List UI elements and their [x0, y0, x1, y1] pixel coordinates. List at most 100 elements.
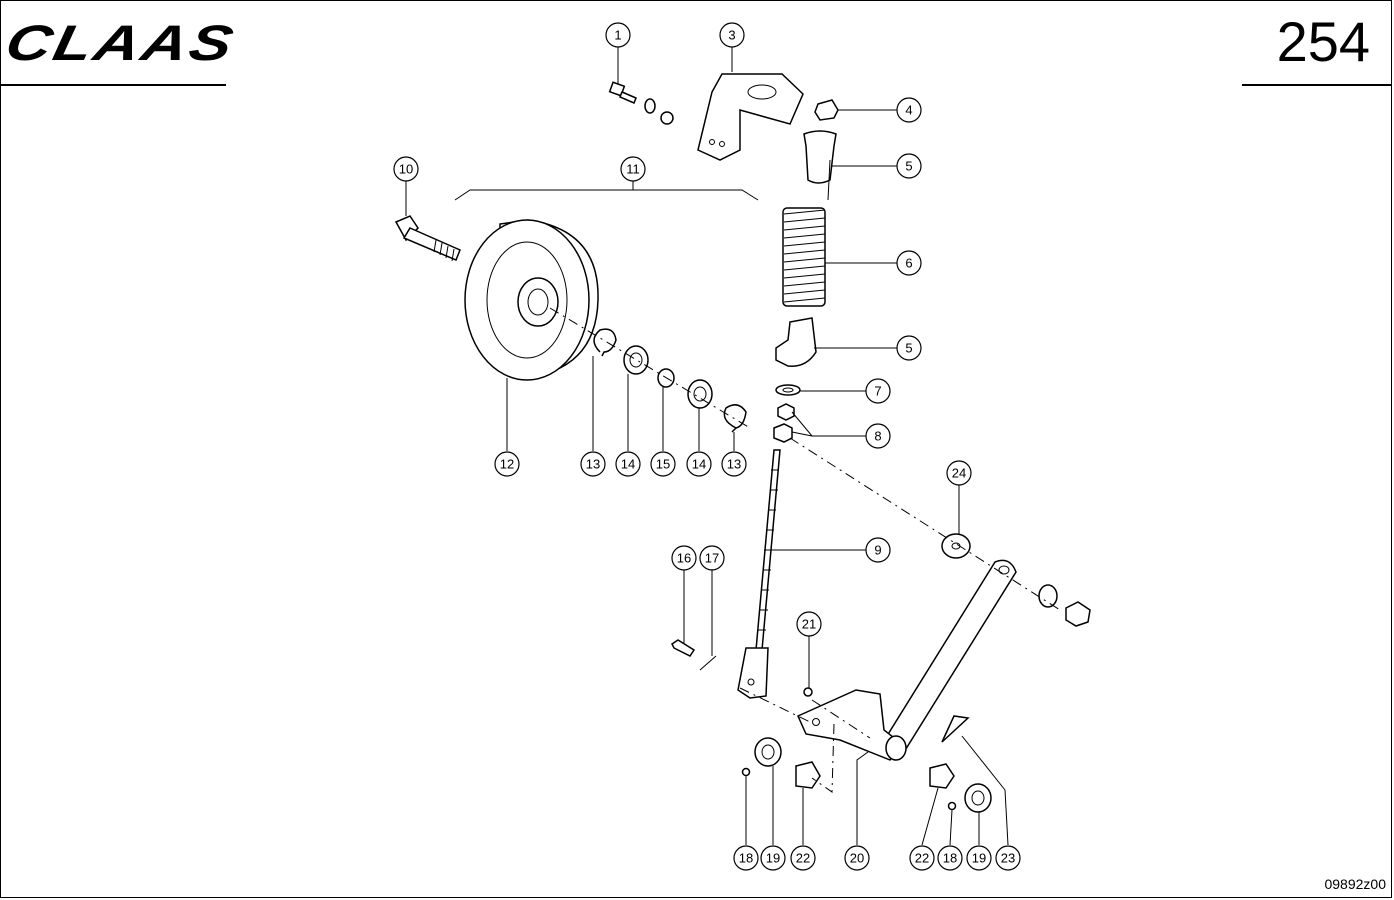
assembly-lines	[549, 307, 1061, 793]
ball-18-left	[741, 767, 751, 777]
svg-text:17: 17	[705, 551, 719, 566]
callout-4: 4	[896, 97, 922, 123]
ball-18-right	[947, 801, 957, 811]
callout-20: 20	[844, 845, 870, 871]
callout-11: 11	[620, 156, 646, 182]
callout-23: 23	[995, 845, 1021, 871]
nut-8-lower	[773, 423, 793, 443]
pulley	[464, 219, 599, 381]
svg-text:18: 18	[943, 851, 957, 866]
callout-15: 15	[650, 451, 676, 477]
callout-5-lower: 5	[896, 335, 922, 361]
svg-text:16: 16	[677, 551, 691, 566]
callout-8: 8	[865, 423, 891, 449]
svg-text:5: 5	[905, 159, 912, 174]
callout-7: 7	[865, 378, 891, 404]
drawing-code: 09892z00	[1324, 876, 1386, 892]
callout-21: 21	[796, 611, 822, 637]
washer-arm	[1038, 584, 1058, 608]
svg-text:11: 11	[626, 162, 640, 177]
svg-text:3: 3	[728, 28, 735, 43]
callout-22-left: 22	[790, 845, 816, 871]
svg-text:13: 13	[586, 457, 600, 472]
part-drawings	[394, 73, 1091, 813]
compression-spring	[782, 207, 826, 307]
svg-text:15: 15	[656, 457, 670, 472]
page-number: 254	[1276, 10, 1370, 73]
callout-12: 12	[494, 451, 520, 477]
circlip-13-left	[593, 328, 617, 357]
callout-1: 1	[605, 22, 631, 48]
svg-text:6: 6	[905, 256, 912, 271]
callout-14-left: 14	[615, 451, 641, 477]
svg-text:14: 14	[692, 457, 706, 472]
callout-17: 17	[699, 545, 725, 571]
bearing-14-left	[623, 345, 649, 375]
adjusting-rod	[737, 449, 781, 699]
svg-text:20: 20	[850, 851, 864, 866]
callout-14-right: 14	[686, 451, 712, 477]
clevis-pin	[671, 639, 696, 657]
svg-text:5: 5	[905, 341, 912, 356]
callout-18-left: 18	[733, 845, 759, 871]
callout-5-upper: 5	[896, 153, 922, 179]
svg-text:22: 22	[796, 851, 810, 866]
grease-nipple	[803, 687, 813, 697]
svg-text:24: 24	[952, 466, 966, 481]
callout-24: 24	[946, 460, 972, 486]
circlip-13-right	[723, 404, 747, 433]
svg-text:4: 4	[905, 103, 912, 118]
group-bracket-11	[454, 189, 759, 201]
svg-text:14: 14	[621, 457, 635, 472]
bush-19-left	[754, 737, 782, 767]
svg-text:19: 19	[766, 851, 780, 866]
direction-arrow	[941, 715, 970, 743]
bolt-small	[608, 81, 637, 104]
tension-arm	[797, 559, 1017, 761]
callout-18-right: 18	[937, 845, 963, 871]
callout-3: 3	[719, 22, 745, 48]
callout-6: 6	[896, 250, 922, 276]
callout-19-right: 19	[966, 845, 992, 871]
nut-arm	[1065, 601, 1091, 627]
svg-text:8: 8	[874, 429, 881, 444]
bush-19-right	[964, 783, 992, 813]
callout-16: 16	[671, 545, 697, 571]
svg-text:12: 12	[500, 457, 514, 472]
cap-nut	[814, 99, 839, 121]
svg-text:9: 9	[874, 543, 881, 558]
svg-text:1: 1	[614, 28, 621, 43]
pulley-bolt	[394, 215, 461, 262]
washer-7	[775, 384, 801, 396]
callout-19-left: 19	[760, 845, 786, 871]
svg-text:13: 13	[727, 457, 741, 472]
header-rule-left	[0, 84, 226, 86]
mounting-bracket	[697, 73, 804, 161]
svg-text:23: 23	[1001, 851, 1015, 866]
nut-8-upper	[777, 403, 795, 421]
header-rule-right	[1242, 84, 1392, 86]
callout-13-left: 13	[580, 451, 606, 477]
callout-9: 9	[865, 537, 891, 563]
svg-text:22: 22	[915, 851, 929, 866]
spring-seat-lower	[775, 317, 817, 367]
bearing-14-right	[687, 379, 713, 409]
svg-text:21: 21	[802, 617, 816, 632]
svg-text:18: 18	[739, 851, 753, 866]
svg-text:7: 7	[874, 384, 881, 399]
bush-22-right	[929, 763, 955, 789]
callout-22-right: 22	[909, 845, 935, 871]
washer-small	[644, 98, 656, 114]
svg-text:10: 10	[399, 162, 413, 177]
spring-seat-upper	[803, 130, 837, 184]
callout-10: 10	[393, 156, 419, 182]
svg-text:19: 19	[972, 851, 986, 866]
split-pin	[699, 655, 717, 671]
bush-22-left	[795, 761, 821, 789]
washer-24	[941, 533, 971, 559]
leader-lines	[405, 47, 1009, 846]
callout-13-right: 13	[721, 451, 747, 477]
nut-small	[660, 111, 674, 125]
